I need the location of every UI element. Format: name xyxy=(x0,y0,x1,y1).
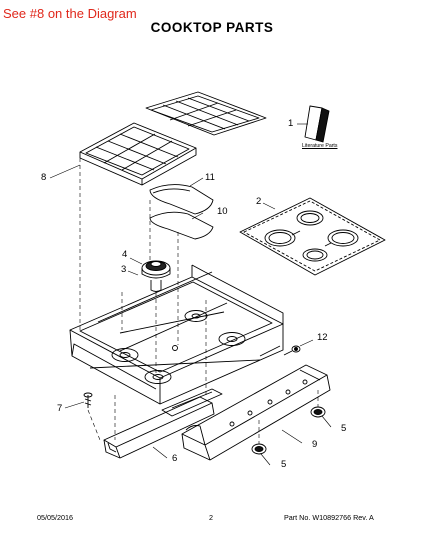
callout-3: 3 xyxy=(121,264,127,275)
callout-1: 1 xyxy=(288,118,294,129)
griddle-cover xyxy=(149,184,214,215)
griddle-gasket xyxy=(149,211,214,240)
cooktop-overlay xyxy=(239,197,386,276)
footer-page-number: 2 xyxy=(209,513,213,522)
callout-2: 2 xyxy=(256,196,262,207)
footer-part-number: Part No. W10892766 Rev. A xyxy=(284,513,374,522)
callout-9: 9 xyxy=(312,439,318,450)
igniter xyxy=(283,345,301,356)
page-title: COOKTOP PARTS xyxy=(150,20,274,35)
rear-grate xyxy=(145,91,267,136)
screw xyxy=(83,392,93,408)
footer-date: 05/05/2016 xyxy=(37,513,73,522)
cooktop-main-top xyxy=(69,264,284,405)
literature-parts-label: Literature Parts xyxy=(302,143,338,149)
callout-5-upper: 5 xyxy=(341,423,347,434)
callout-4: 4 xyxy=(122,249,128,260)
burner-assembly xyxy=(141,260,171,292)
control-knob-upper xyxy=(310,406,326,418)
control-knob-lower xyxy=(251,443,267,455)
callout-10: 10 xyxy=(217,206,228,217)
diagram-note: See #8 on the Diagram xyxy=(3,6,137,21)
manifold-panel xyxy=(181,364,331,461)
callout-12: 12 xyxy=(317,332,328,343)
literature-box xyxy=(304,105,330,143)
burner-bracket xyxy=(103,396,215,459)
callout-8: 8 xyxy=(41,172,47,183)
callout-5-lower: 5 xyxy=(281,459,287,470)
callout-11: 11 xyxy=(205,172,215,183)
callout-6: 6 xyxy=(172,453,178,464)
front-grate xyxy=(79,122,197,186)
bezel-strip xyxy=(161,388,223,417)
callout-7: 7 xyxy=(57,403,63,414)
